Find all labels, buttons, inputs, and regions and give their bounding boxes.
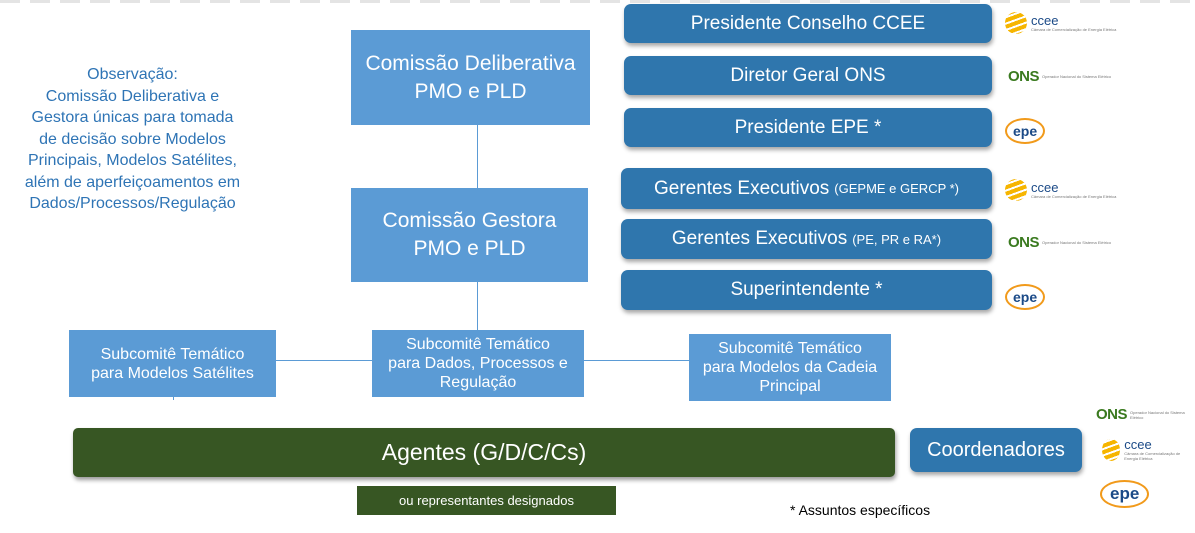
epe-logo: epe	[1005, 118, 1046, 144]
representatives-box: ou representantes designados	[357, 486, 616, 515]
member-presidente-ccee: Presidente Conselho CCEE	[624, 4, 992, 43]
comissao-gestora-box: Comissão Gestora PMO e PLD	[351, 188, 588, 282]
connector-gestora-subcomite	[477, 282, 478, 330]
ccee-tagline: Câmara de Comercialização de Energia Elé…	[1031, 193, 1117, 199]
observation-line: Gestora únicas para tomada	[31, 109, 234, 126]
ons-logo: ONS Operador Nacional do Sistema Elétric…	[1008, 68, 1111, 85]
subcomite-satelites-line-1: Subcomitê Temático	[100, 345, 245, 363]
member-label: Presidente Conselho CCEE	[690, 12, 926, 34]
subcomite-satelites-box: Subcomitê Temático para Modelos Satélite…	[69, 330, 276, 397]
ons-tagline: Operador Nacional do Sistema Elétrico	[1042, 240, 1112, 245]
observation-line: de decisão sobre Modelos	[39, 130, 226, 148]
member-presidente-epe: Presidente EPE *	[624, 108, 992, 147]
representatives-label: ou representantes designados	[399, 493, 574, 508]
observation-line: Comissão Deliberativa e	[45, 87, 220, 105]
coordinators-label: Coordenadores	[927, 438, 1065, 461]
member-detail: (GEPME e GERCP *)	[834, 181, 960, 196]
member-superintendente-epe: Superintendente *	[621, 270, 992, 310]
subcomite-satelites-line-2: para Modelos Satélites	[91, 364, 254, 382]
observation-note: Observação: Comissão Deliberativa e Gest…	[0, 64, 265, 215]
ccee-tagline: Câmara de Comercialização de Energia Elé…	[1124, 451, 1181, 461]
observation-line: Dados/Processos/Regulação	[29, 195, 236, 212]
connector-left-subcomite	[276, 360, 372, 361]
ccee-name: ccee	[1124, 437, 1152, 452]
member-gerentes-ons: Gerentes Executivos (PE, PR e RA*)	[621, 219, 992, 259]
epe-logo: epe	[1005, 284, 1046, 310]
observation-line: além de aperfeiçoamentos em	[24, 173, 241, 191]
epe-name: epe	[1005, 284, 1046, 310]
member-label: Diretor Geral ONS	[730, 64, 886, 86]
observation-title: Observação:	[87, 66, 178, 83]
member-diretor-ons: Diretor Geral ONS	[624, 56, 992, 95]
ccee-tagline: Câmara de Comercialização de Energia Elé…	[1031, 26, 1117, 32]
comissao-deliberativa-box: Comissão Deliberativa PMO e PLD	[351, 30, 590, 125]
member-label: Superintendente *	[730, 279, 883, 300]
epe-name: epe	[1100, 480, 1150, 508]
subcomite-dados-line-1: Subcomitê Temático	[406, 336, 550, 353]
ccee-icon	[1005, 179, 1027, 201]
ons-logo: ONS Operador Nacional do Sistema Elétric…	[1096, 406, 1195, 423]
ccee-icon	[1005, 12, 1027, 34]
member-gerentes-ccee: Gerentes Executivos (GEPME e GERCP *)	[621, 168, 992, 209]
deliberativa-line-2: PMO e PLD	[414, 79, 527, 103]
ccee-name: ccee	[1031, 179, 1059, 195]
subcomite-cadeia-line-2: para Modelos da Cadeia	[702, 359, 878, 376]
footnote: * Assuntos específicos	[790, 502, 931, 518]
member-detail: (PE, PR e RA*)	[852, 231, 942, 247]
ons-name: ONS	[1096, 406, 1128, 423]
deliberativa-line-1: Comissão Deliberativa	[365, 51, 576, 75]
subcomite-cadeia-line-1: Subcomitê Temático	[718, 340, 862, 357]
coordinators-box: Coordenadores	[910, 428, 1082, 472]
gestora-line-2: PMO e PLD	[413, 237, 526, 260]
subcomite-cadeia-box: Subcomitê Temático para Modelos da Cadei…	[689, 334, 891, 401]
agents-label: Agentes (G/D/C/Cs)	[381, 439, 587, 465]
connector-deliberativa-gestora	[477, 125, 478, 192]
subcomite-dados-box: Subcomitê Temático para Dados, Processos…	[372, 330, 584, 397]
gestora-line-1: Comissão Gestora	[382, 209, 557, 232]
ons-tagline: Operador Nacional do Sistema Elétrico	[1042, 74, 1112, 79]
ons-tagline: Operador Nacional do Sistema Elétrico	[1130, 409, 1185, 420]
member-label: Presidente EPE *	[734, 116, 882, 138]
subcomite-dados-line-3: Regulação	[439, 374, 517, 391]
connector-stub	[173, 397, 174, 400]
ons-name: ONS	[1008, 68, 1040, 85]
ccee-icon	[1102, 439, 1121, 461]
member-label: Gerentes Executivos	[653, 177, 830, 199]
epe-logo: epe	[1100, 480, 1150, 508]
observation-line: Principais, Modelos Satélites,	[28, 152, 237, 169]
subcomite-dados-line-2: para Dados, Processos e	[388, 355, 568, 372]
ons-name: ONS	[1008, 234, 1040, 251]
agents-bar: Agentes (G/D/C/Cs)	[73, 428, 895, 477]
member-label: Gerentes Executivos	[671, 228, 848, 249]
ccee-name: ccee	[1031, 12, 1059, 28]
subcomite-cadeia-line-3: Principal	[759, 378, 821, 395]
ons-logo: ONS Operador Nacional do Sistema Elétric…	[1008, 234, 1111, 251]
epe-name: epe	[1005, 118, 1046, 144]
top-dashed-border	[0, 0, 1195, 3]
connector-right-subcomite	[584, 360, 690, 361]
